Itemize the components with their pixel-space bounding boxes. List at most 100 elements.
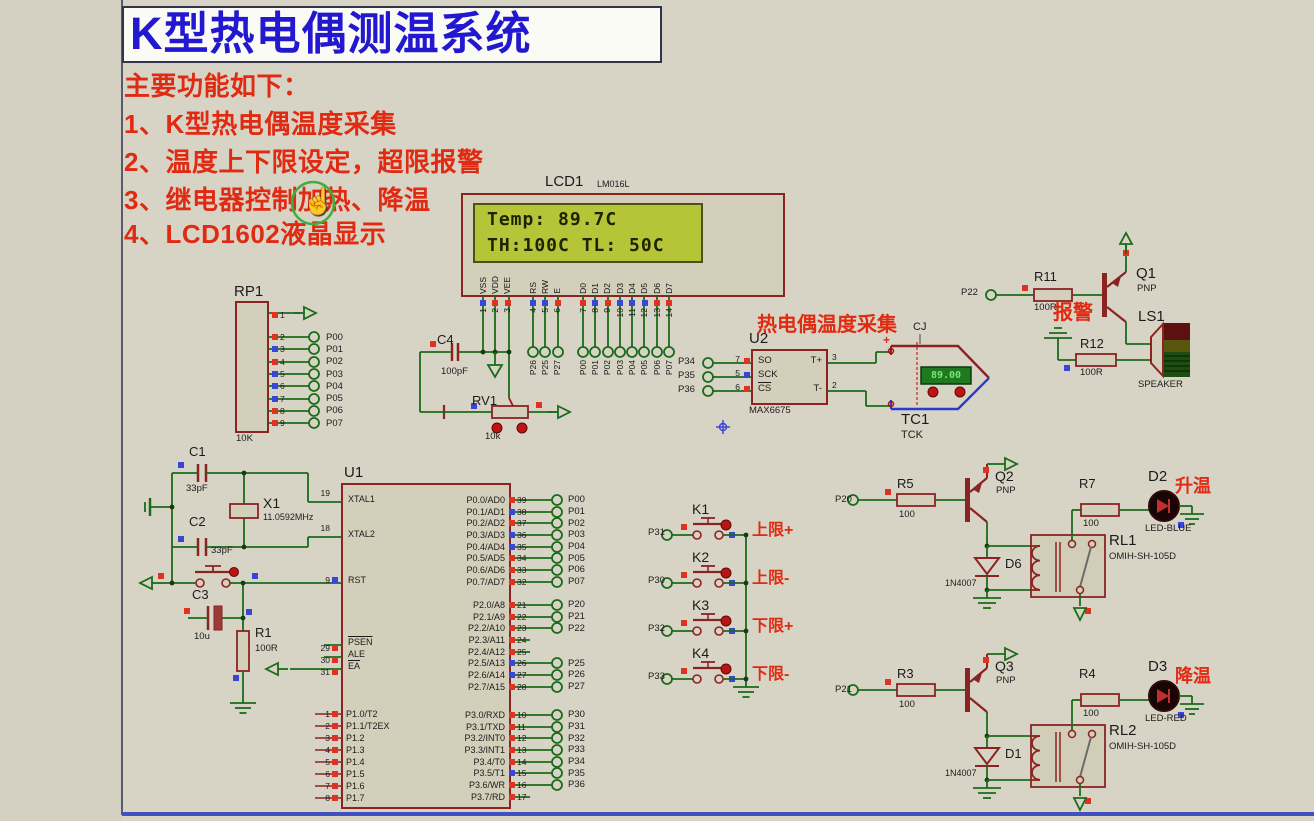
c2-capacitor[interactable]: [196, 538, 208, 556]
u2-pin2-num: 2: [832, 380, 837, 390]
flyback-diode[interactable]: [973, 557, 1001, 576]
u2-net-p34: P34: [678, 356, 695, 367]
rp1-ref: RP1: [234, 283, 264, 300]
lcd1-body[interactable]: [461, 193, 785, 297]
rp1-respack[interactable]: [235, 301, 309, 433]
lcd1-model: LM016L: [597, 179, 630, 189]
led-function-label: 升温: [1175, 476, 1211, 496]
led-model: LED-RED: [1145, 713, 1187, 724]
key-net-label: P31: [648, 527, 665, 538]
lcd1-pin-wires: [482, 296, 670, 398]
sheet-border-left: [121, 0, 123, 815]
flyback-diode[interactable]: [973, 747, 1001, 766]
led-resistor[interactable]: [1080, 693, 1120, 707]
u2-pin-so: SO: [758, 355, 772, 366]
r1-ref: R1: [255, 625, 272, 640]
key-actuator-button[interactable]: [720, 615, 732, 627]
r11-resistor[interactable]: [1033, 288, 1073, 302]
q1-ref: Q1: [1136, 265, 1157, 282]
key-net-label: P32: [648, 623, 665, 634]
key-actuator-button[interactable]: [720, 663, 732, 675]
rv1-increase-button[interactable]: [516, 422, 528, 434]
base-resistor[interactable]: [896, 493, 936, 507]
c1-capacitor[interactable]: [196, 464, 208, 482]
u2-pin6-num: 6: [735, 382, 740, 392]
tc1-increase-button[interactable]: [954, 386, 966, 398]
key-actuator-button[interactable]: [720, 519, 732, 531]
u1-pin31-num: 31: [292, 662, 338, 680]
key-actuator-button[interactable]: [720, 567, 732, 579]
key-function-label: 下限+: [752, 618, 794, 635]
u1-mcu[interactable]: [230, 483, 552, 809]
r1-resistor[interactable]: [236, 630, 250, 672]
u1-pin30-num: 30: [292, 650, 338, 668]
key-cell: K4 P33 下限-: [648, 642, 883, 690]
u1-pin9-num: 9: [292, 570, 338, 588]
led-ref: D3: [1148, 658, 1168, 675]
u2-pin-sck: SCK: [758, 369, 778, 380]
ls1-speaker[interactable]: [1150, 321, 1164, 379]
lcd1-net-terminals[interactable]: [527, 346, 675, 358]
limit-keys-group: K1 P31 上限+ K2 P30 上限-: [648, 498, 883, 690]
acquisition-caption: 热电偶温度采集: [757, 314, 897, 336]
key-graphics: [661, 661, 749, 685]
relay-net-label: P21: [835, 684, 852, 695]
x1-crystal[interactable]: [229, 503, 259, 519]
base-resistor-value: 100: [899, 509, 915, 520]
pnp-transistor[interactable]: [965, 668, 970, 712]
key-graphics: [661, 565, 749, 589]
relay-graphics: [847, 646, 1204, 813]
r1-value: 100R: [255, 643, 278, 654]
key-cell: K2 P30 上限-: [648, 546, 883, 594]
u2-net-p35: P35: [678, 370, 695, 381]
p22-net-label: P22: [961, 287, 978, 298]
lcd-display-line1: Temp: 89.7C: [487, 209, 618, 230]
key-net-label: P33: [648, 671, 665, 682]
u1-pin-xtal1: XTAL1: [348, 494, 375, 504]
relay-switch-lever: [1079, 546, 1092, 588]
x1-value: 11.0592MHz: [263, 512, 314, 522]
ground-r1: [229, 694, 257, 714]
clock-reset-circuit: [144, 462, 309, 695]
r12-resistor[interactable]: [1075, 353, 1117, 367]
led-resistor-value: 100: [1083, 708, 1099, 719]
rv1-decrease-button[interactable]: [491, 422, 503, 434]
tc1-thermocouple[interactable]: [887, 334, 990, 411]
key-graphics: [661, 613, 749, 637]
tc1-plus-mark: +: [883, 333, 891, 347]
u2-net-p36: P36: [678, 384, 695, 395]
u2-pin3-num: 3: [832, 352, 837, 362]
rv1-potentiometer[interactable]: [442, 397, 556, 434]
p22-terminal[interactable]: [985, 289, 997, 301]
mouse-cursor: ☝: [288, 178, 338, 228]
u2-net-terminals[interactable]: [702, 357, 714, 397]
relay-coil: [1031, 735, 1041, 781]
feature-item-4: 4、LCD1602液晶显示: [124, 219, 387, 249]
c1-value: 33pF: [186, 483, 208, 494]
diode-value: 1N4007: [945, 768, 977, 778]
power-arrow: [1004, 646, 1020, 662]
pnp-transistor[interactable]: [965, 478, 970, 522]
u2-pin-tminus: T-: [813, 383, 822, 394]
tc1-decrease-button[interactable]: [927, 386, 939, 398]
ground-arrow: [1072, 797, 1088, 813]
tc1-cj-label: CJ: [913, 321, 927, 333]
led-resistor[interactable]: [1080, 503, 1120, 517]
u2-max6675[interactable]: [713, 349, 891, 407]
q1-transistor[interactable]: [1102, 273, 1107, 317]
u1-pin-ea: EA: [348, 661, 361, 671]
c1-ref: C1: [189, 444, 206, 459]
u1-pin-psen: PSEN: [348, 637, 373, 647]
base-resistor[interactable]: [896, 683, 936, 697]
diode-ref: D1: [1005, 746, 1022, 761]
reset-button-actuator[interactable]: [229, 567, 239, 577]
key-cell: K3 P32 下限+: [648, 594, 883, 642]
